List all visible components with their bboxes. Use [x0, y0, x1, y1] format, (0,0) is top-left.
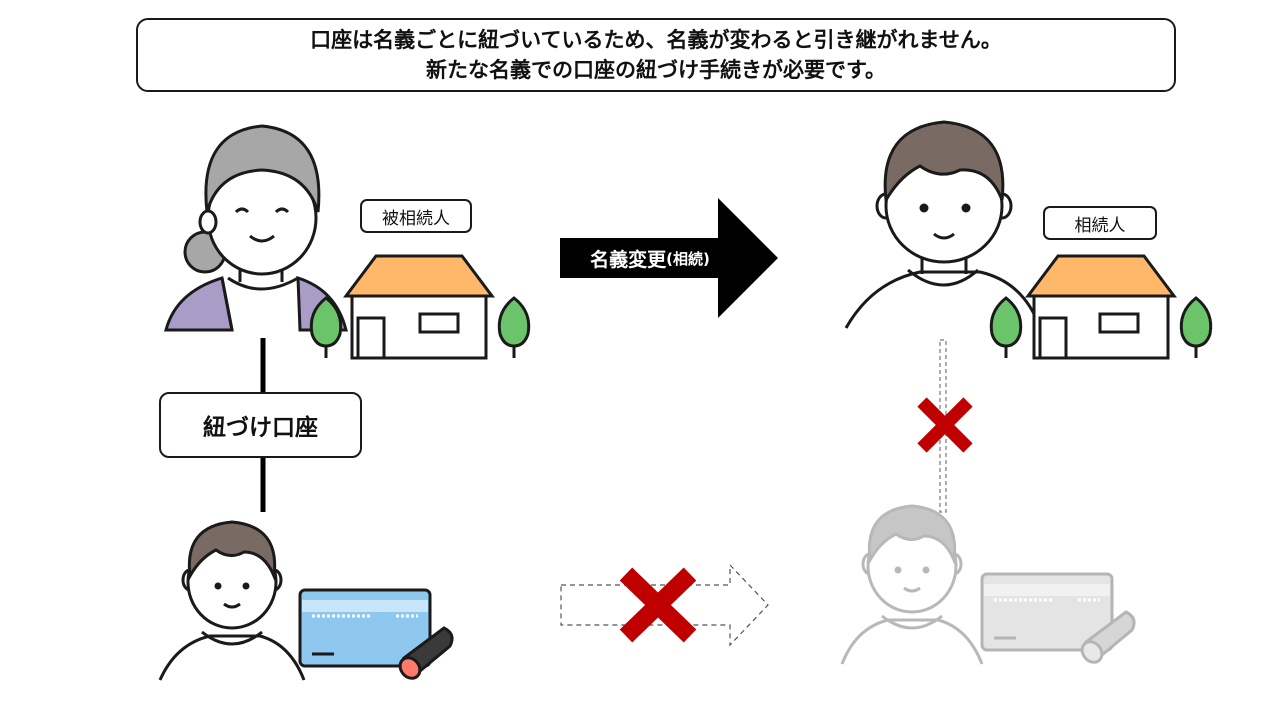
- header-message-box: 口座は名義ごとに紐づいているため、名義が変わると引き継がれません。 新たな名義で…: [136, 18, 1176, 92]
- transfer-arrow-label: 名義変更(相続): [560, 238, 740, 278]
- man-icon: [840, 504, 984, 665]
- bank-card-icon: [298, 588, 432, 668]
- grandmother-icon: [164, 124, 348, 332]
- deceased-label: 被相続人: [360, 199, 472, 233]
- cross-mark-icon: [917, 397, 973, 453]
- man-icon: [844, 120, 1042, 329]
- transfer-sub-text: (相続): [666, 249, 710, 268]
- transfer-main-text: 名義変更: [590, 248, 667, 271]
- man-icon: [158, 520, 306, 681]
- heir-label: 相続人: [1043, 206, 1157, 240]
- header-line-1: 口座は名義ごとに紐づいているため、名義が変わると引き継がれません。: [310, 28, 1002, 52]
- house-icon: [1025, 254, 1177, 360]
- bank-card-icon: [980, 572, 1114, 652]
- linked-account-label: 紐づけ口座: [159, 392, 362, 458]
- tree-icon: [309, 296, 531, 358]
- seal-stamp-icon: [398, 626, 454, 680]
- cross-mark-icon: [619, 567, 697, 643]
- transfer-arrow: [560, 198, 778, 318]
- header-line-2: 新たな名義での口座の紐づけ手続きが必要です。: [426, 58, 886, 82]
- house-icon: [343, 254, 495, 360]
- tree-icon: [989, 296, 1213, 358]
- seal-stamp-icon: [1080, 610, 1136, 664]
